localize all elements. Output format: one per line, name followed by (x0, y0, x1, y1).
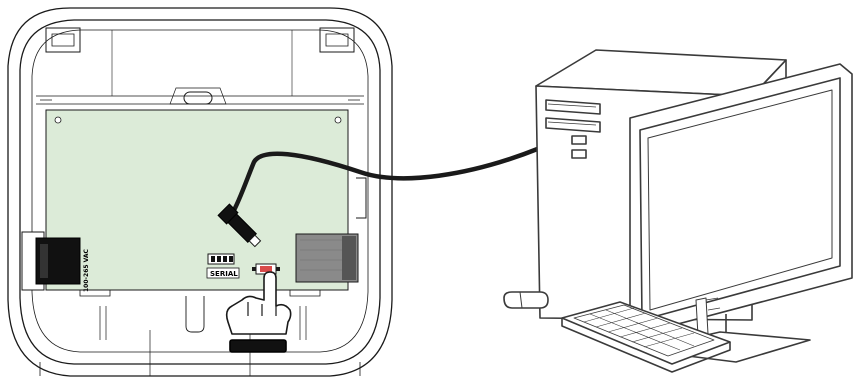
keyboard-icon (561, 301, 731, 373)
serial-label: SERIAL (210, 270, 238, 278)
power-terminal: 100-265 VAC (21, 231, 90, 292)
board-usb-plug (217, 203, 262, 248)
wireless-module (295, 233, 359, 283)
pointing-hand-icon (225, 271, 292, 353)
mouse-icon (503, 291, 549, 309)
voltage-label: 100-265 VAC (83, 248, 90, 292)
serial-header: SERIAL (206, 253, 240, 279)
desktop-computer-icon (503, 49, 853, 373)
device-enclosure (7, 7, 393, 377)
